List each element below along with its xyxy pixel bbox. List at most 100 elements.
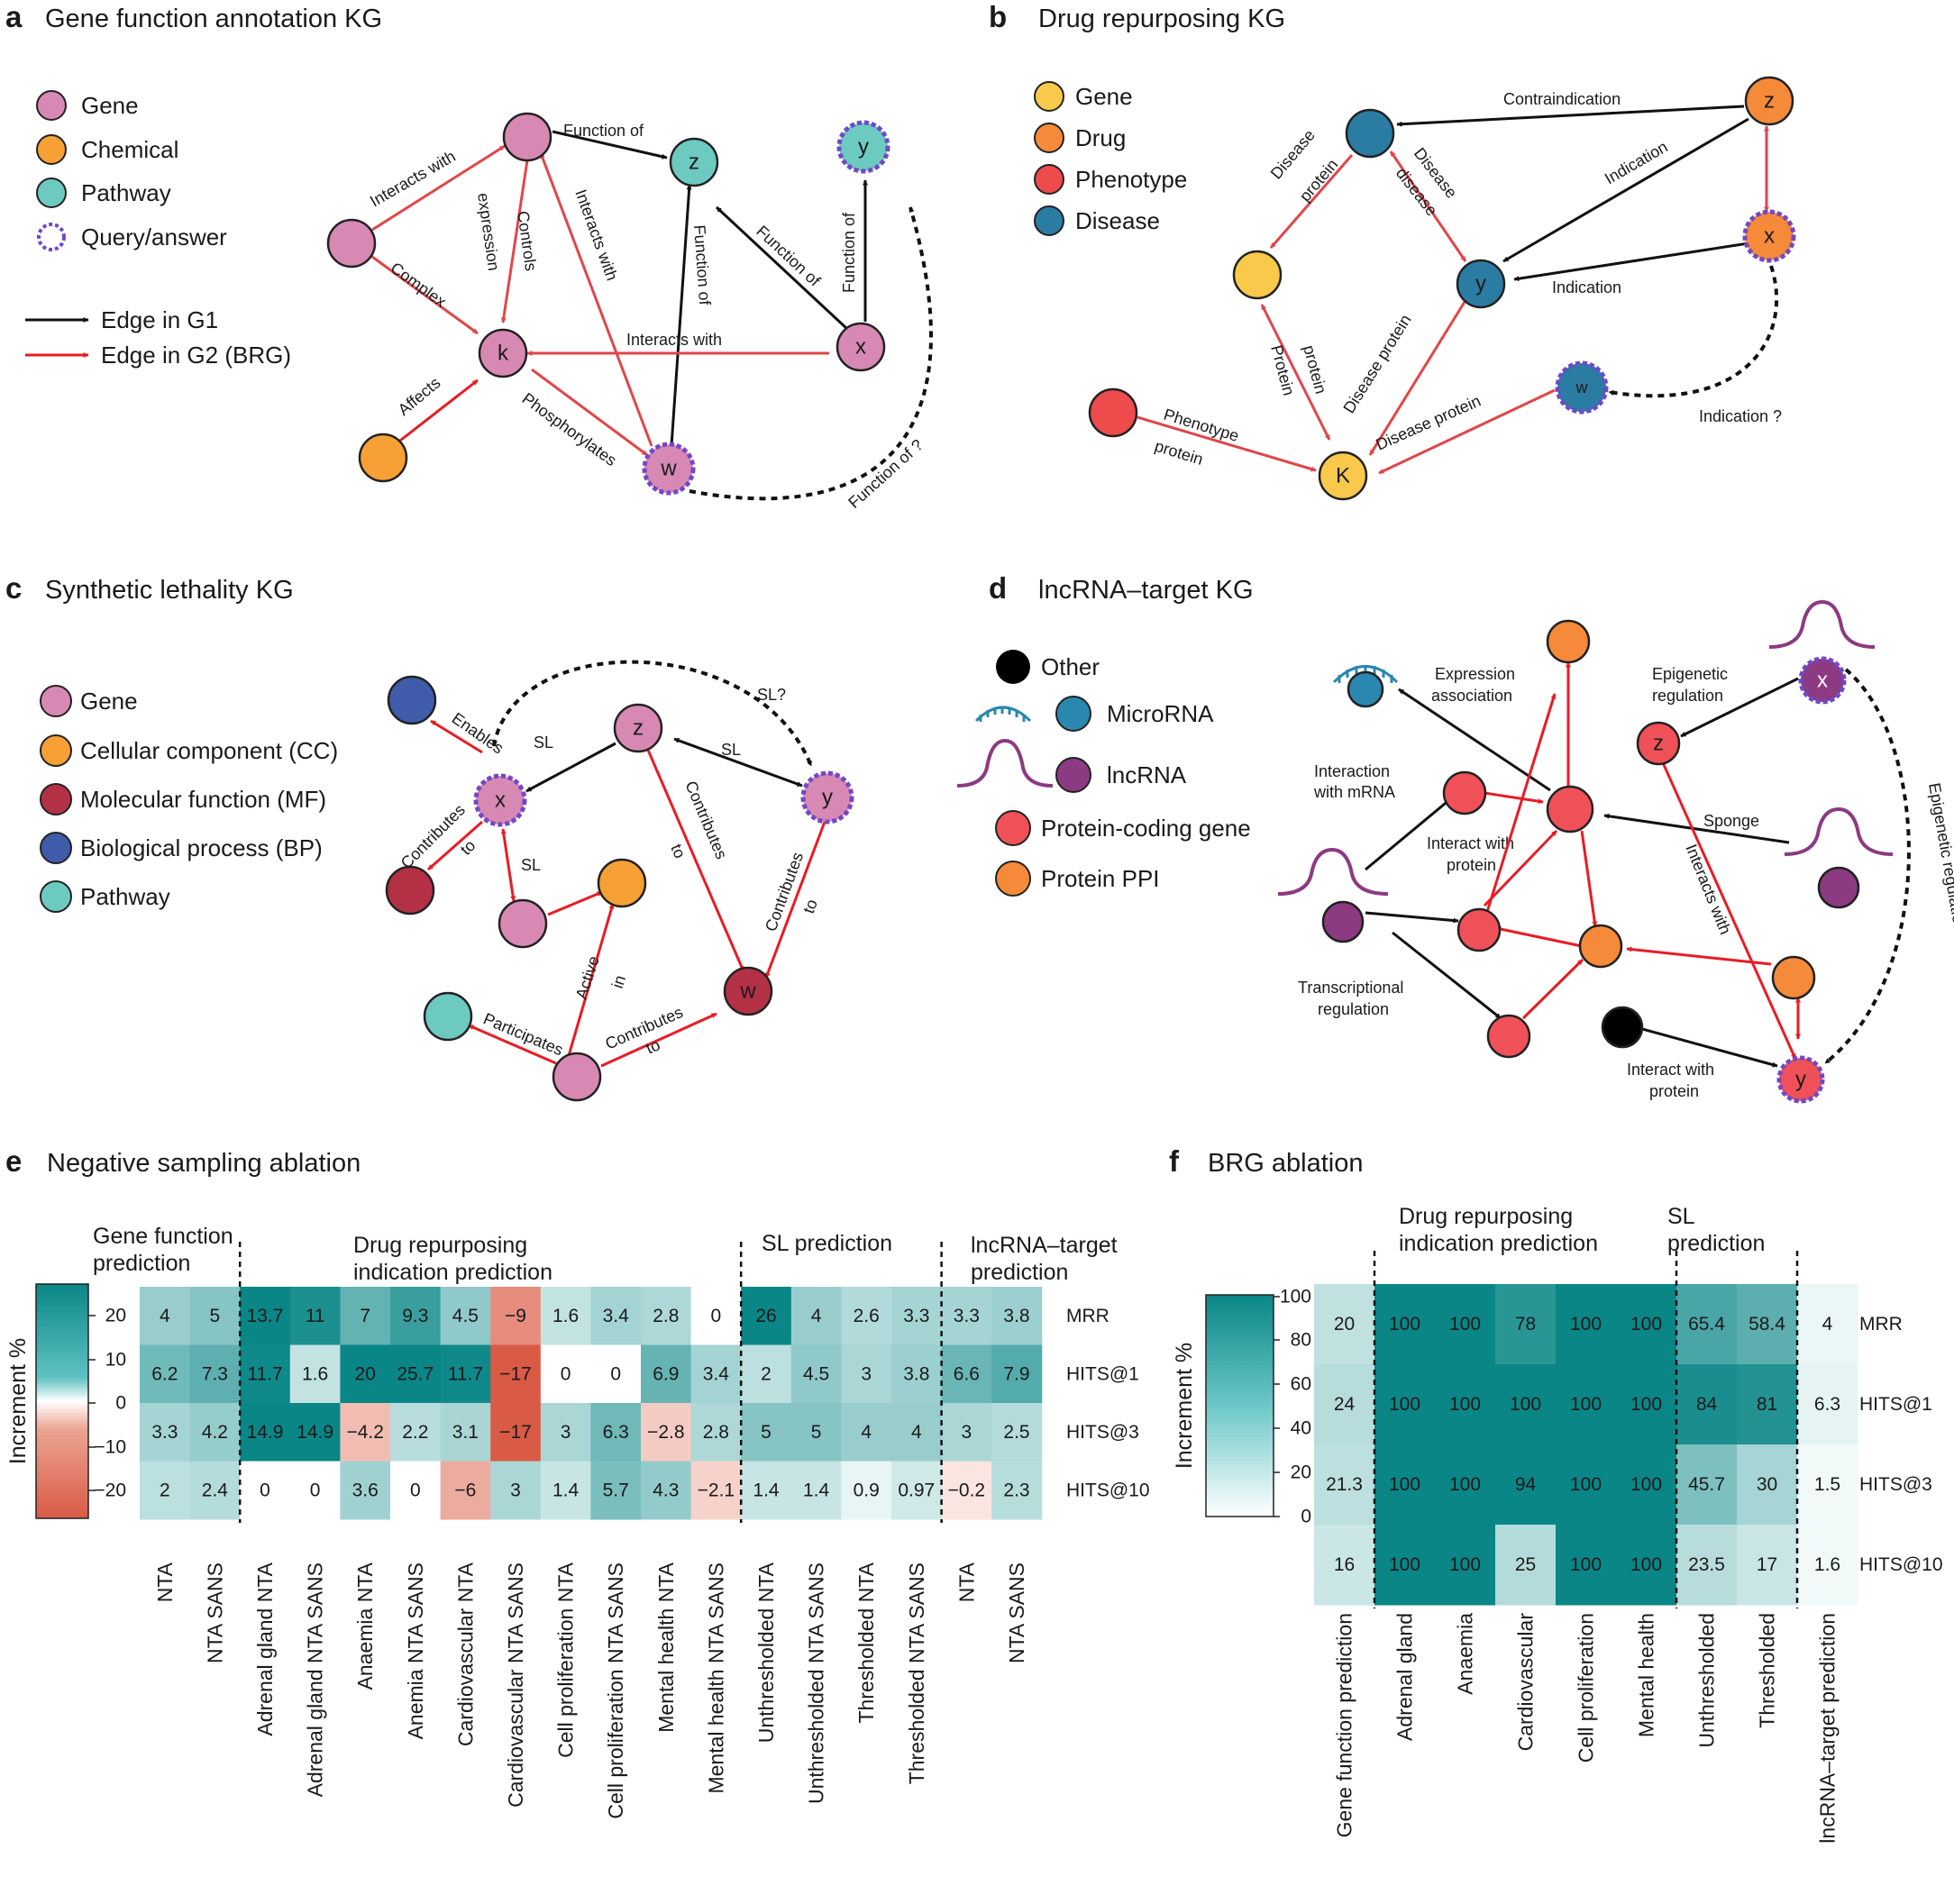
heatmap-f-cell — [1495, 1525, 1557, 1606]
heatmap-e-cell-value: 26 — [755, 1306, 776, 1326]
panel-d-label: d — [989, 571, 1007, 605]
node-gene-left — [326, 218, 377, 269]
legend-disease-swatch — [1034, 205, 1064, 236]
heatmap-e-cell-value: 7 — [360, 1306, 370, 1326]
heatmap-f-cell-value: 6.3 — [1814, 1394, 1840, 1415]
node-z-label: z — [689, 150, 699, 175]
label-indication-zy: Indication — [1602, 138, 1671, 188]
edge-interacts-diag — [539, 152, 653, 447]
heatmap-e-cell-value: 5 — [761, 1422, 772, 1443]
legend-gene-swatch — [1034, 81, 1064, 112]
label-function-of-x: Function of — [753, 222, 824, 290]
heatmap-f-cell — [1314, 1284, 1375, 1365]
node-k — [478, 328, 528, 378]
heatmap-e-cell — [891, 1344, 943, 1404]
node-x-label: x — [495, 788, 506, 813]
node-x-label: x — [855, 335, 866, 360]
heatmap-e-cell-value: 3 — [962, 1422, 972, 1443]
heatmap-e-cell — [140, 1403, 191, 1462]
colorbar-e-tick-label: 10 — [105, 1350, 126, 1371]
edge-transcriptional — [1392, 931, 1502, 1020]
legend-mf-swatch — [40, 783, 72, 815]
node-ppi-top — [1546, 619, 1591, 664]
heatmap-f-cell-value: 58.4 — [1749, 1314, 1785, 1335]
node-z — [1636, 721, 1681, 766]
heatmap-e-cell — [540, 1344, 591, 1404]
legend-gene: Gene — [80, 688, 138, 715]
label-transcriptional-1: Transcriptional — [1298, 979, 1403, 997]
colorbar-e-tick-label: 20 — [105, 1306, 126, 1326]
heatmap-e-cell-value: 0 — [561, 1363, 571, 1384]
heatmap-e-cell-value: −17 — [499, 1422, 532, 1443]
node-pathway — [423, 991, 473, 1042]
heatmap-f-cell — [1616, 1525, 1677, 1606]
panel-b-title: Drug repurposing KG — [1038, 5, 1285, 33]
heatmap-e-cell-value: 4.3 — [653, 1480, 679, 1500]
heatmap-f-cell — [1556, 1364, 1617, 1445]
heatmap-e-cell — [189, 1403, 241, 1462]
node-ppi2 — [1578, 924, 1623, 969]
heatmap-f-row-label: MRR — [1859, 1314, 1903, 1335]
heatmap-e-cell — [289, 1344, 341, 1404]
panel-f-label: f — [1169, 1144, 1180, 1178]
legend-g2: Edge in G2 (BRG) — [101, 342, 291, 369]
heatmap-e-column-label: Mental health NTA — [654, 1562, 678, 1732]
node-x-label: x — [1817, 669, 1828, 693]
heatmap-e-cell-value: 14.9 — [247, 1422, 284, 1443]
label-function-of-w: Function of — [690, 224, 714, 306]
heatmap-e-column-label: Cardiovascular NTA SANS — [504, 1562, 527, 1808]
heatmap-f-column-label: Unthresholded — [1695, 1613, 1719, 1748]
heatmap-f-cell — [1374, 1525, 1436, 1606]
colorbar-e-tick-label: −10 — [94, 1437, 126, 1458]
heatmap-e-row-label: HITS@1 — [1066, 1363, 1139, 1384]
label-phenotype: Phenotype — [1162, 405, 1241, 445]
heatmap-f-cell-value: 100 — [1570, 1394, 1602, 1415]
heatmap-e-cell-value: 4 — [911, 1422, 922, 1443]
heatmap-f-cell-value: 20 — [1334, 1314, 1355, 1335]
heatmap-e-column-label: NTA SANS — [1005, 1562, 1028, 1663]
heatmap-f-cell-value: 94 — [1515, 1474, 1537, 1495]
edge-disease-protein — [1269, 154, 1354, 249]
edge-gene-cc — [547, 890, 603, 916]
node-x-query — [473, 773, 527, 827]
heatmap-e-row-label: HITS@10 — [1066, 1480, 1150, 1500]
panel-d-legend: Other MicroRNA lncRNA Protein-coding gen… — [956, 650, 1251, 897]
legend-protein-ppi-swatch — [995, 861, 1031, 897]
heatmap-e-cell-value: 3.6 — [352, 1480, 379, 1500]
edge-pc2-hub — [1483, 829, 1558, 907]
legend-bp-swatch — [40, 832, 72, 864]
heatmap-e-row-label: MRR — [1066, 1306, 1109, 1326]
panel-b-legend: Gene Drug Phenotype Disease — [1034, 81, 1187, 236]
heatmap-e-cell — [140, 1287, 191, 1345]
label-contributes-yw: Contributes — [762, 850, 807, 934]
node-k-label: k — [498, 342, 509, 366]
node-z — [669, 137, 719, 187]
heatmap-e-cell-value: 3.4 — [603, 1306, 630, 1326]
edge-ppi2-pc2 — [1495, 926, 1583, 948]
panel-a-title: Gene function annotation KG — [45, 5, 382, 33]
label-interaction-2: with mRNA — [1313, 783, 1395, 801]
heatmap-e-cell — [390, 1287, 442, 1345]
heatmap-e-cell — [540, 1403, 591, 1462]
heatmap-e-cell-value: 0 — [711, 1306, 722, 1326]
heatmap-e-cell-value: 5 — [811, 1422, 822, 1443]
heatmap-f-cell — [1676, 1364, 1738, 1445]
heatmap-f-cell — [1737, 1525, 1798, 1606]
legend-g1: Edge in G1 — [101, 306, 218, 333]
heatmap-e-cell — [540, 1461, 591, 1520]
heatmap-e-cell — [790, 1403, 842, 1462]
heatmap-f-cell-value: 100 — [1389, 1314, 1420, 1335]
panel-c: c Synthetic lethality KG Gene Cellular c… — [5, 571, 854, 1102]
edge-disease-protein-yk — [1368, 301, 1466, 456]
node-k-label: K — [1336, 464, 1350, 488]
heatmap-f-cell — [1737, 1284, 1798, 1365]
heatmap-e-cell-value: 2.6 — [854, 1306, 880, 1326]
heatmap-e-cell — [240, 1461, 291, 1520]
legend-query-swatch — [37, 223, 66, 251]
label-expression-2: association — [1431, 687, 1512, 705]
node-chemical — [358, 433, 408, 483]
heatmap-e-cell — [590, 1344, 642, 1404]
heatmap-f-cell-value: 45.7 — [1688, 1474, 1725, 1495]
heatmap-e-column-label: Mental health NTA SANS — [704, 1562, 727, 1794]
edge-contributes-zw — [645, 747, 745, 972]
